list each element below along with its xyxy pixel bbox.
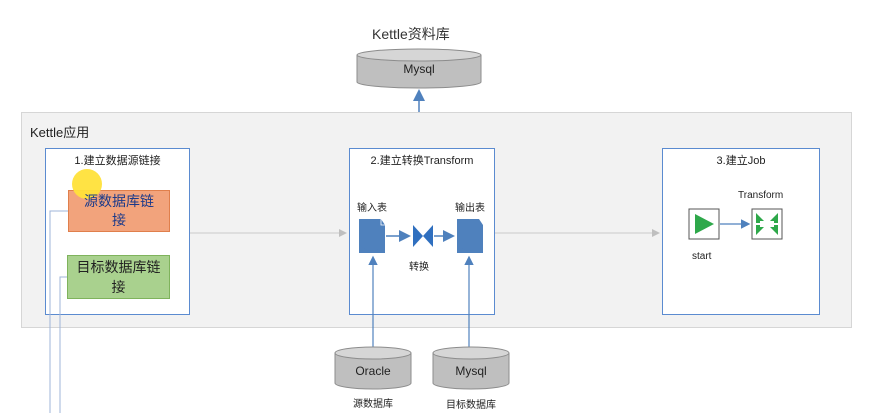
- step1-title: 1.建立数据源链接: [74, 155, 161, 167]
- output-table-label: 输出表: [455, 203, 485, 214]
- target-db-label: Mysql: [455, 364, 487, 378]
- step3-job-box: [662, 148, 820, 315]
- step2-transform-box: [349, 148, 495, 315]
- cursor-highlight: [72, 169, 102, 199]
- target-db-link-box[interactable]: 目标数据库链接: [67, 255, 170, 299]
- source-db-link-label: 源数据库链接: [84, 193, 154, 228]
- repository-db-label: Mysql: [403, 62, 435, 76]
- repository-title: Kettle资料库: [372, 26, 450, 42]
- job-transform-label: Transform: [738, 190, 784, 201]
- step2-title: 2.建立转换Transform: [370, 155, 474, 167]
- target-db-link-label: 目标数据库链接: [76, 259, 161, 295]
- step3-title: 3.建立Job: [716, 155, 766, 167]
- job-start-label: start: [692, 251, 712, 262]
- convert-label: 转换: [409, 262, 429, 273]
- kettle-app-label: Kettle应用: [30, 125, 90, 140]
- source-db-label: Oracle: [355, 364, 391, 378]
- target-db-caption: 目标数据库: [446, 400, 496, 411]
- source-db-link-box[interactable]: 源数据库链接: [68, 190, 170, 232]
- source-db-caption: 源数据库: [353, 399, 393, 410]
- input-table-label: 输入表: [357, 203, 387, 214]
